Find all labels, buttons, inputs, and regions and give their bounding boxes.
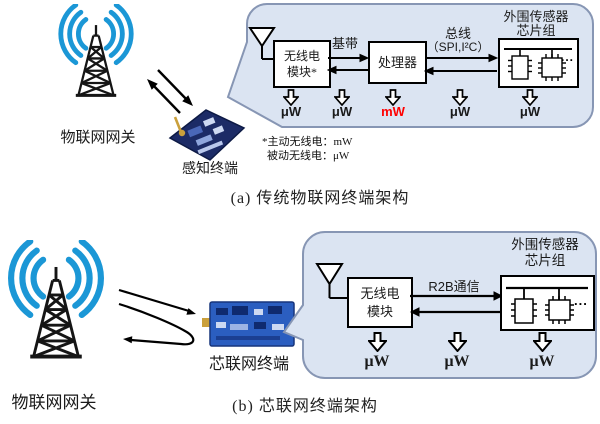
backscatter-arrows-icon	[118, 288, 196, 346]
callout-bubble-b	[282, 231, 597, 379]
bus-label-line2: （SPI,I²C）	[426, 40, 490, 54]
power-label: μW	[519, 104, 541, 119]
power-label-highlight: mW	[381, 104, 405, 119]
chipset-diagram-a	[504, 48, 572, 81]
power-arrow-icon	[368, 332, 387, 352]
terminal-label-a: 感知终端	[182, 162, 238, 177]
sensor-chipset-label-a-line1: 外围传感器	[503, 9, 569, 24]
qfp-chip-icon	[545, 296, 574, 324]
signal-waves-icon	[8, 240, 104, 318]
lattice-tower-icon	[30, 266, 82, 359]
chipset-diagram-b	[506, 286, 588, 324]
baseband-label: 基带	[331, 36, 358, 51]
sensor-chipset-label-b-line2: 芯片组	[524, 253, 566, 268]
qfp-chip-icon	[538, 54, 566, 81]
power-arrow-icon	[533, 332, 552, 352]
power-label: μW	[449, 104, 471, 119]
sensor-chipset-box-b	[500, 275, 595, 331]
power-label: μW	[331, 104, 353, 119]
more-chips-ellipsis-b: ...	[574, 293, 588, 308]
chiplink-terminal-pcb	[202, 301, 302, 347]
processor-box: 处理器	[368, 41, 427, 84]
terminal-label-b: 芯联网终端	[208, 356, 289, 373]
processor-label: 处理器	[377, 54, 417, 70]
power-arrow-icon	[283, 89, 299, 106]
radio-module-box-b: 无线电 模块	[347, 277, 413, 328]
antenna-icon-a	[248, 27, 277, 60]
power-label: μW	[364, 353, 390, 370]
soic-chip-icon	[511, 298, 537, 324]
sensor-chipset-box-a	[498, 38, 579, 88]
bidirectional-arrows-icon	[147, 69, 193, 114]
radio-module-line2: 模块*	[286, 65, 317, 79]
radio-module-box-a: 无线电 模块*	[273, 40, 331, 88]
power-label: μW	[529, 353, 555, 370]
power-label: μW	[280, 104, 302, 119]
iot-gateway-tower-icon	[58, 4, 134, 97]
power-arrow-icon	[452, 89, 468, 106]
signal-waves-icon	[58, 4, 134, 66]
more-chips-ellipsis-a: ...	[561, 50, 575, 64]
caption-b: (b) 芯联网终端架构	[232, 398, 378, 415]
power-arrow-icon	[522, 89, 538, 106]
power-arrow-icon	[385, 89, 401, 106]
sensor-chipset-label-b-line1: 外围传感器	[511, 237, 579, 252]
bus-label-line1: 总线	[444, 26, 471, 41]
radio-module-line1: 无线电	[283, 48, 320, 63]
radio-processor-arrows	[327, 53, 369, 75]
radio-sensor-arrows-b	[409, 291, 503, 317]
soic-chip-icon	[508, 55, 532, 80]
sensing-terminal-pcb	[168, 109, 246, 161]
iot-gateway-tower-icon	[8, 240, 104, 359]
lattice-tower-icon	[75, 25, 117, 97]
power-arrow-icon	[448, 332, 467, 352]
radio-module-line1: 无线电	[360, 285, 400, 301]
gateway-label-a: 物联网网关	[60, 130, 136, 146]
radio-module-line2: 模块	[366, 303, 393, 319]
power-label: μW	[444, 353, 470, 370]
processor-sensor-arrows	[424, 53, 498, 76]
sensor-chipset-label-a-line2: 芯片组	[516, 23, 556, 38]
footnote-line1: *主动无线电：mW	[262, 136, 353, 148]
caption-a: (a) 传统物联网终端架构	[230, 190, 410, 207]
antenna-icon-b	[315, 263, 348, 299]
r2b-comm-label: R2B通信	[428, 279, 480, 294]
footnote-line2: 被动无线电：μW	[267, 150, 350, 162]
power-arrow-icon	[334, 89, 350, 106]
gateway-label-b: 物联网网关	[11, 393, 97, 412]
